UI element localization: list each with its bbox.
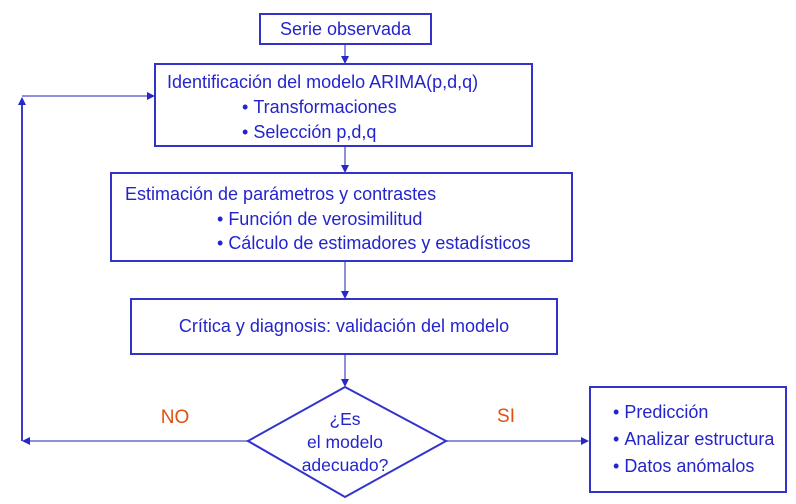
- bullet-item: Analizar estructura: [613, 426, 785, 453]
- node-identificacion: Identificación del modelo ARIMA(p,d,q) T…: [154, 63, 533, 147]
- bullet-item: Datos anómalos: [613, 453, 785, 480]
- arrowhead-down-icon: [341, 291, 349, 299]
- bullet-item: Predicción: [613, 399, 785, 426]
- arrowhead-down-icon: [341, 56, 349, 64]
- node-estimacion-title: Estimación de parámetros y contrastes: [125, 184, 437, 204]
- bullet-item: Selección p,d,q: [242, 120, 531, 145]
- arrowhead-right-icon: [581, 437, 589, 445]
- node-critica-diagnosis-label: Crítica y diagnosis: validación del mode…: [178, 316, 510, 336]
- node-salida-bullets: Predicción Analizar estructura Datos anó…: [613, 399, 785, 480]
- bullet-item: Cálculo de estimadores y estadísticos: [217, 231, 571, 255]
- bullet-item: Función de verosimilitud: [217, 207, 571, 231]
- arrowhead-down-icon: [341, 165, 349, 173]
- arrowhead-down-icon: [341, 379, 349, 387]
- node-estimacion-bullets: Función de verosimilitud Cálculo de esti…: [217, 207, 571, 255]
- arrowhead-left-icon: [22, 437, 30, 445]
- decision-question: ¿Es el modelo adecuado?: [265, 408, 425, 477]
- node-critica-diagnosis: Crítica y diagnosis: validación del mode…: [130, 298, 558, 355]
- node-salida: Predicción Analizar estructura Datos anó…: [589, 386, 787, 493]
- decision-diamond: [245, 385, 449, 499]
- node-identificacion-bullets: Transformaciones Selección p,d,q: [242, 95, 531, 145]
- arrowhead-right-icon: [147, 92, 155, 100]
- edge-label-no: NO: [160, 407, 190, 428]
- node-identificacion-title: Identificación del modelo ARIMA(p,d,q): [167, 72, 479, 92]
- node-serie-observada: Serie observada: [259, 13, 432, 45]
- decision-question-line: ¿Es: [329, 409, 361, 429]
- edge-label-si: SI: [497, 406, 515, 427]
- node-serie-observada-label: Serie observada: [279, 18, 412, 39]
- decision-question-line: el modelo: [307, 432, 383, 452]
- arrowhead-up-icon: [18, 97, 26, 105]
- node-estimacion: Estimación de parámetros y contrastes Fu…: [110, 172, 573, 262]
- bullet-item: Transformaciones: [242, 95, 531, 120]
- decision-question-line: adecuado?: [301, 455, 389, 475]
